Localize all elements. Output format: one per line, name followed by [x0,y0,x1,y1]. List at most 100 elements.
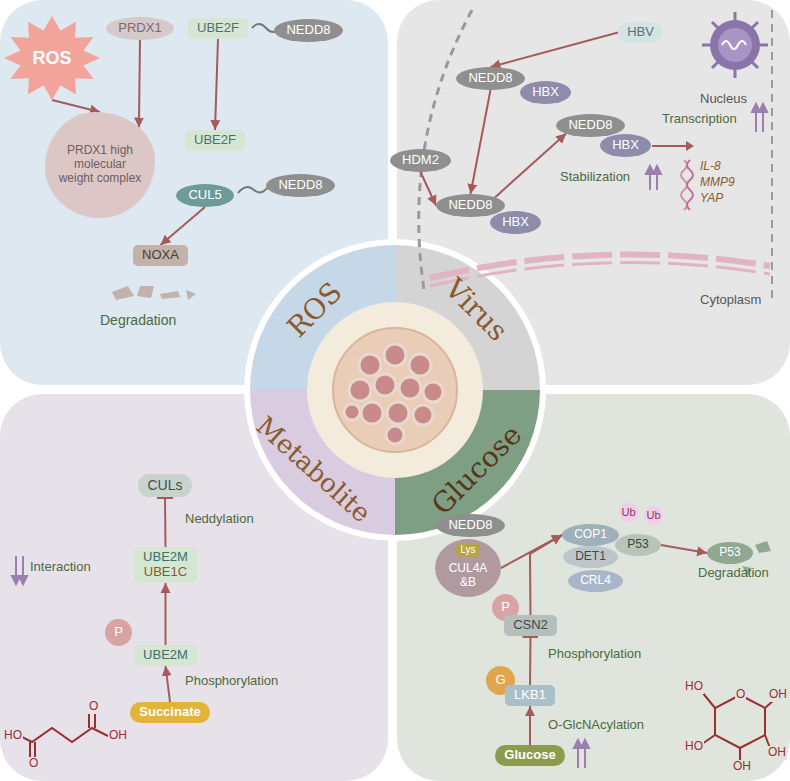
inner-disc [307,302,483,478]
lysine-tag: Lys [456,543,480,557]
node-text: Succinate [139,705,200,720]
node-text: NEDD8 [448,518,492,533]
atom-label: HO [3,729,23,743]
ring-gap [244,239,546,541]
arrow-connector [661,545,707,553]
node-text: LKB1 [514,688,546,703]
node-text: UBE1C [144,565,187,580]
p53-ellipse: P53 [707,542,753,564]
gene-label: YAP [700,192,723,206]
node-text: HDM2 [402,153,439,168]
protein-ellipse: PRDX1 [106,17,174,40]
arrow-connector [166,666,171,702]
process-label: O-GlcNAcylation [548,718,644,733]
complex-blob: PRDX1 high molecular weight complex [45,112,155,218]
node-text: UBE2M [143,550,188,565]
atom-label: HO [684,740,704,754]
succinic-acid-structure [20,714,108,757]
node-text: COP1 [574,528,607,542]
node-text: DET1 [575,550,606,564]
atom-label: HO [684,680,704,694]
node-text: CRL4 [580,574,611,588]
enzyme-box: UBE2F [188,18,248,39]
ring-label: Virus [438,272,513,347]
process-label: Neddylation [185,512,254,527]
ligase-ellipse: HDM2 [390,149,451,172]
node-text: P53 [627,538,648,552]
node-text: Lys [460,544,475,556]
ring-label: Metabolite [250,411,376,529]
process-label: Phosphorylation [548,647,641,662]
node-text: HBV [627,25,654,40]
arrow-connector [421,172,437,206]
cullin-ellipse: CUL4A &B Lys [435,539,501,597]
increase-arrows [646,104,767,190]
node-text: CULs [147,477,182,493]
atom-label: OH [108,729,128,743]
cullin-pill: CULs [138,474,192,497]
node-text: NEDD8 [468,71,512,86]
phospho-circle: P [105,619,132,646]
process-label: Degradation [698,566,769,581]
tumor-cells [344,344,443,444]
arrow-connector [52,100,100,112]
hbx-ellipse: HBX [490,211,541,234]
inhibition-connector [164,497,167,547]
node-text: PRDX1 high molecular weight complex [57,144,143,185]
det1-ellipse: DET1 [563,546,618,568]
node-text: Ub [646,509,660,522]
node-text: NEDD8 [286,23,330,38]
node-text: P53 [719,546,740,560]
atom-label: O [735,688,746,702]
node-text: HBX [532,85,559,100]
node-text: ROS [32,48,71,69]
ring-label: ROS [281,276,348,343]
atom-label: O [28,757,39,771]
node-text: UBE2M [143,648,188,663]
ros-star: ROS [4,16,100,100]
node-text: CUL4A &B [447,562,489,590]
nedd8-ellipse: NEDD8 [266,174,335,197]
node-text: NOXA [142,248,179,263]
nuclear-envelope [430,262,770,286]
metabolite-pill: Succinate [130,702,210,723]
ubiquitin-circle: Ub [619,503,638,522]
transcription-arrow [686,141,694,151]
crl4-ellipse: CRL4 [568,570,623,592]
gene-label: MMP9 [700,176,735,190]
glucose-pill: Glucose [495,745,565,766]
arrow-connector [495,134,566,198]
virus-icon [702,12,768,78]
node-text: Ub [621,506,635,519]
transcription-arrow [652,145,686,147]
process-label: Degradation [100,312,176,328]
node-text: CSN2 [513,618,548,633]
node-text: NEDD8 [448,198,492,213]
node-text: UBE2F [197,21,239,36]
gene-label: IL-8 [700,160,721,174]
ring-label: Glucose [426,419,529,522]
nedd8-ellipse: NEDD8 [556,114,625,137]
cell-boundary [771,10,773,300]
node-text: G [495,673,505,688]
atom-label: OH [732,760,752,774]
process-label: Interaction [30,560,91,575]
dna-strand [687,160,693,210]
atom-label: OH [767,746,787,760]
csn2-box: CSN2 [504,615,557,636]
enzyme-box: UBE2M [134,645,197,666]
enzyme-pair-box: UBE2MUBE1C [134,547,197,583]
nedd8-ellipse: NEDD8 [274,19,343,42]
node-text: PRDX1 [118,21,161,36]
arrow-connector [139,40,140,128]
atom-label: OH [768,688,788,702]
noxa-fragments [112,286,196,300]
hbx-ellipse: HBX [520,81,571,104]
node-text: Glucose [504,748,555,763]
increase-arrows [574,740,589,768]
atom-label: O [88,700,99,714]
p53-ellipse: P53 [615,534,661,556]
arrow-connector [529,706,531,745]
compartment-label: Cytoplasm [700,293,761,308]
cop1-ellipse: COP1 [562,524,619,546]
